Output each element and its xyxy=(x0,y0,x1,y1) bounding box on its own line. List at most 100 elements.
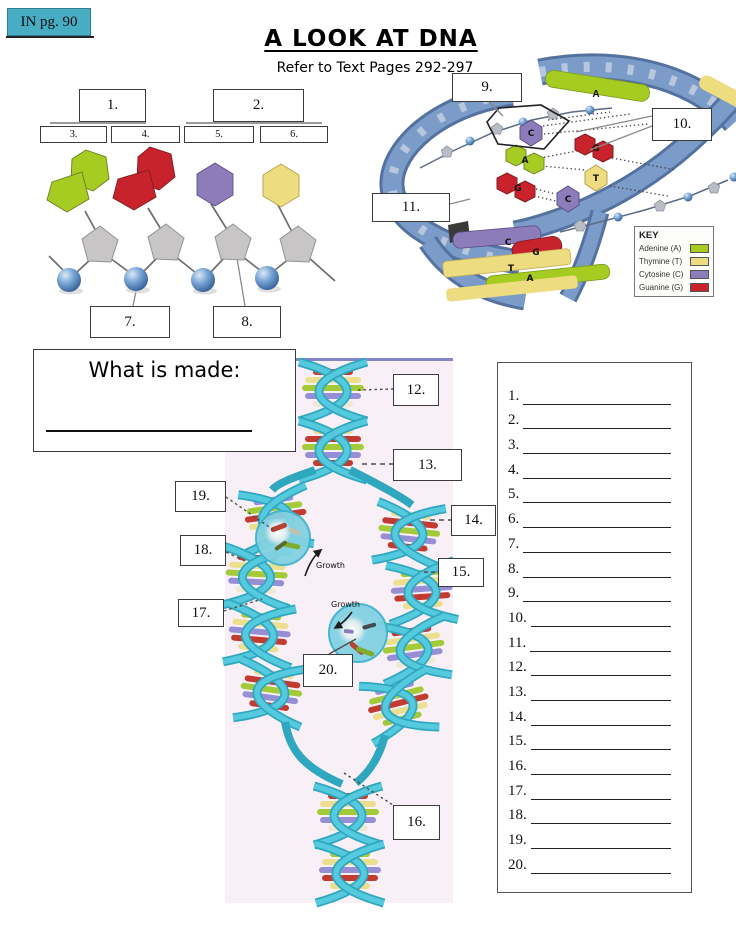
nucleotide-outline xyxy=(486,104,571,150)
answer-number: 14. xyxy=(508,708,527,725)
answer-blank[interactable] xyxy=(530,634,671,652)
top-yellow-bar xyxy=(699,75,736,110)
what-is-made-heading: What is made: xyxy=(88,358,241,382)
answer-blank[interactable] xyxy=(530,782,671,800)
key-legend: KEY Adenine (A) Thymine (T) Cytosine (C)… xyxy=(634,226,714,297)
answer-row-3: 3. xyxy=(508,429,677,455)
answer-blank[interactable] xyxy=(523,485,671,504)
label-box-9[interactable]: 9. xyxy=(452,73,522,102)
guanine-base-red xyxy=(112,146,176,211)
label-box-5[interactable]: 5. xyxy=(184,126,254,143)
answer-number: 4. xyxy=(508,461,520,478)
answer-blank[interactable] xyxy=(523,436,671,455)
answer-blank[interactable] xyxy=(523,510,671,529)
label-box-2[interactable]: 2. xyxy=(213,89,304,122)
label-box-16[interactable]: 16. xyxy=(393,805,440,840)
label-box-12[interactable]: 12. xyxy=(393,374,439,406)
answer-blank[interactable] xyxy=(530,806,671,825)
growth-arrow-down xyxy=(333,611,353,629)
answer-blank[interactable] xyxy=(523,387,671,405)
base-letter-a-top: A xyxy=(592,89,599,100)
answer-blank[interactable] xyxy=(523,411,671,430)
answer-row-13: 13. xyxy=(508,676,677,701)
label-box-19[interactable]: 19. xyxy=(175,481,226,512)
page-title: A LOOK AT DNA xyxy=(264,26,478,52)
answer-row-1: 1. xyxy=(508,380,677,405)
answer-number: 11. xyxy=(508,634,527,651)
label-box-1[interactable]: 1. xyxy=(79,89,146,122)
answer-number: 12. xyxy=(508,659,527,676)
answer-row-11: 11. xyxy=(508,627,677,652)
deoxyribose-sugar xyxy=(147,223,185,261)
label-box-14[interactable]: 14. xyxy=(451,505,496,536)
label-box-4[interactable]: 4. xyxy=(111,126,180,143)
deoxyribose-sugar xyxy=(214,223,252,261)
key-label: Guanine (G) xyxy=(639,283,684,292)
nucleotide-figure xyxy=(46,122,336,307)
what-is-made-blank[interactable] xyxy=(46,430,252,432)
label-box-11[interactable]: 11. xyxy=(372,193,450,222)
thymine-color-swatch xyxy=(690,257,709,266)
answer-blank[interactable] xyxy=(530,856,671,874)
answer-blank[interactable] xyxy=(523,535,671,553)
answer-blank[interactable] xyxy=(530,831,671,850)
answer-list: 1. 2. 3. 4. 5. 6. 7. 8. 9. 10. 11. 12. 1… xyxy=(497,362,692,893)
label-box-18[interactable]: 18. xyxy=(180,535,226,566)
label-box-3[interactable]: 3. xyxy=(40,126,107,143)
answer-blank[interactable] xyxy=(530,708,671,726)
answer-row-20: 20. xyxy=(508,849,677,874)
key-title: KEY xyxy=(639,230,659,241)
answer-row-14: 14. xyxy=(508,701,677,726)
answer-number: 15. xyxy=(508,733,527,750)
helix-backbone-lower xyxy=(559,172,736,233)
answer-row-6: 6. xyxy=(508,503,677,529)
label-box-8[interactable]: 8. xyxy=(213,306,281,338)
key-row-thymine: Thymine (T) xyxy=(639,255,709,268)
growth-label-1: Growth xyxy=(316,561,345,570)
answer-blank[interactable] xyxy=(530,658,671,677)
label-box-6[interactable]: 6. xyxy=(260,126,328,143)
answer-row-17: 17. xyxy=(508,775,677,800)
answer-blank[interactable] xyxy=(530,757,671,775)
label-box-10[interactable]: 10. xyxy=(652,108,712,141)
answer-blank[interactable] xyxy=(523,560,671,578)
answer-blank[interactable] xyxy=(530,609,671,627)
corner-page-tag: IN pg. 90 xyxy=(7,8,91,36)
corner-tag-underline xyxy=(6,36,94,38)
label-box-15[interactable]: 15. xyxy=(438,558,484,587)
dna-helix-figure: A xyxy=(379,53,736,311)
guanine-color-swatch xyxy=(690,283,709,292)
answer-number: 1. xyxy=(508,387,520,404)
label-box-17[interactable]: 17. xyxy=(178,599,224,627)
left-daughter-strand xyxy=(221,485,344,788)
key-row-cytosine: Cytosine (C) xyxy=(639,268,709,281)
answer-row-9: 9. xyxy=(508,578,677,603)
answer-blank[interactable] xyxy=(523,584,671,603)
label-box-20[interactable]: 20. xyxy=(303,654,353,687)
answer-blank[interactable] xyxy=(530,732,671,751)
base-letter-c-bottom: C xyxy=(505,238,512,248)
leader-line-8 xyxy=(235,251,246,307)
answer-number: 8. xyxy=(508,560,520,577)
phosphate-spheres xyxy=(57,266,281,295)
answer-row-12: 12. xyxy=(508,652,677,677)
answer-row-15: 15. xyxy=(508,726,677,751)
helix-bottom-bars: C G T A xyxy=(442,221,611,302)
label-box-13[interactable]: 13. xyxy=(393,449,462,481)
page-subtitle: Refer to Text Pages 292-297 xyxy=(276,60,474,76)
base-letter-g-bottom: G xyxy=(532,248,539,258)
key-row-guanine: Guanine (G) xyxy=(639,281,709,294)
answer-row-19: 19. xyxy=(508,824,677,850)
answer-row-16: 16. xyxy=(508,750,677,775)
key-label: Cytosine (C) xyxy=(639,270,684,279)
answer-row-18: 18. xyxy=(508,800,677,825)
deoxyribose-sugar xyxy=(81,225,119,263)
answer-blank[interactable] xyxy=(523,461,671,479)
answer-number: 10. xyxy=(508,609,527,626)
replication-leader-lines xyxy=(223,388,451,808)
label-box-7[interactable]: 7. xyxy=(90,306,170,338)
base-letter-t-bottom: T xyxy=(508,264,515,274)
answer-blank[interactable] xyxy=(530,683,671,701)
answer-number: 3. xyxy=(508,437,520,454)
parent-helix xyxy=(268,362,415,509)
